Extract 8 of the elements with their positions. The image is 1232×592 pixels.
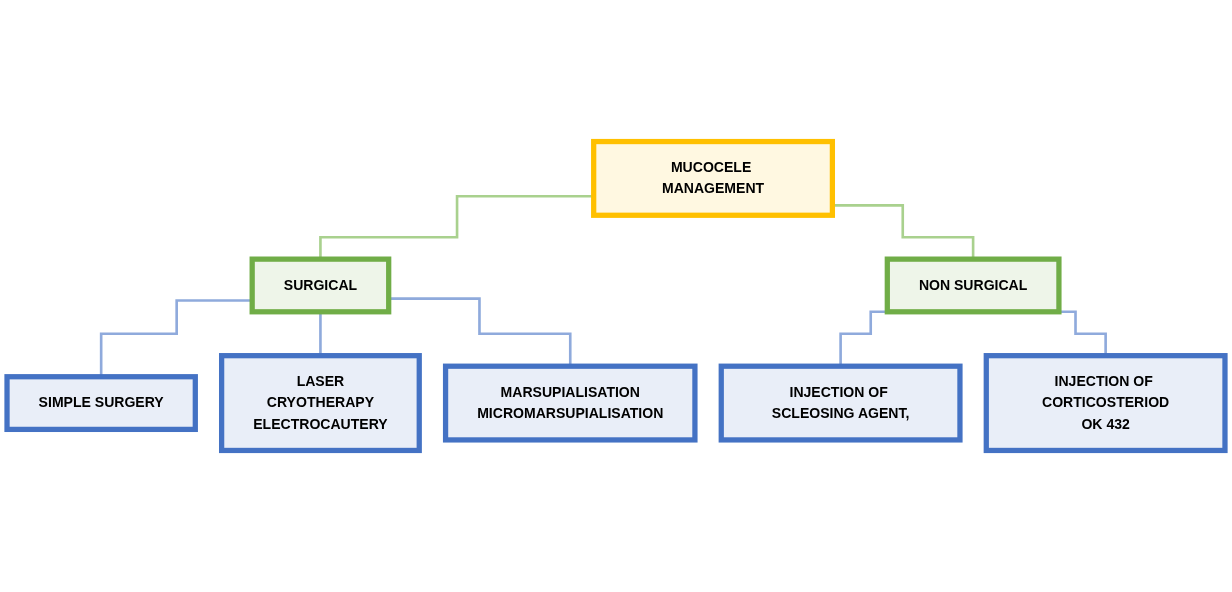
node-box: MARSUPIALISATION MICROMARSUPIALISATION [442,363,698,443]
node-box: SIMPLE SURGERY [4,374,198,433]
node-box: NON SURGICAL [884,256,1062,315]
node-box: INJECTION OF CORTICOSTERIOD OK 432 [983,353,1228,454]
node-box: LASER CRYOTHERAPY ELECTROCAUTERY [219,353,422,454]
node-box: SURGICAL [249,256,392,315]
node-box: INJECTION OF SCLEOSING AGENT, [718,363,963,443]
node-box: MUCOCELE MANAGEMENT [591,138,835,218]
